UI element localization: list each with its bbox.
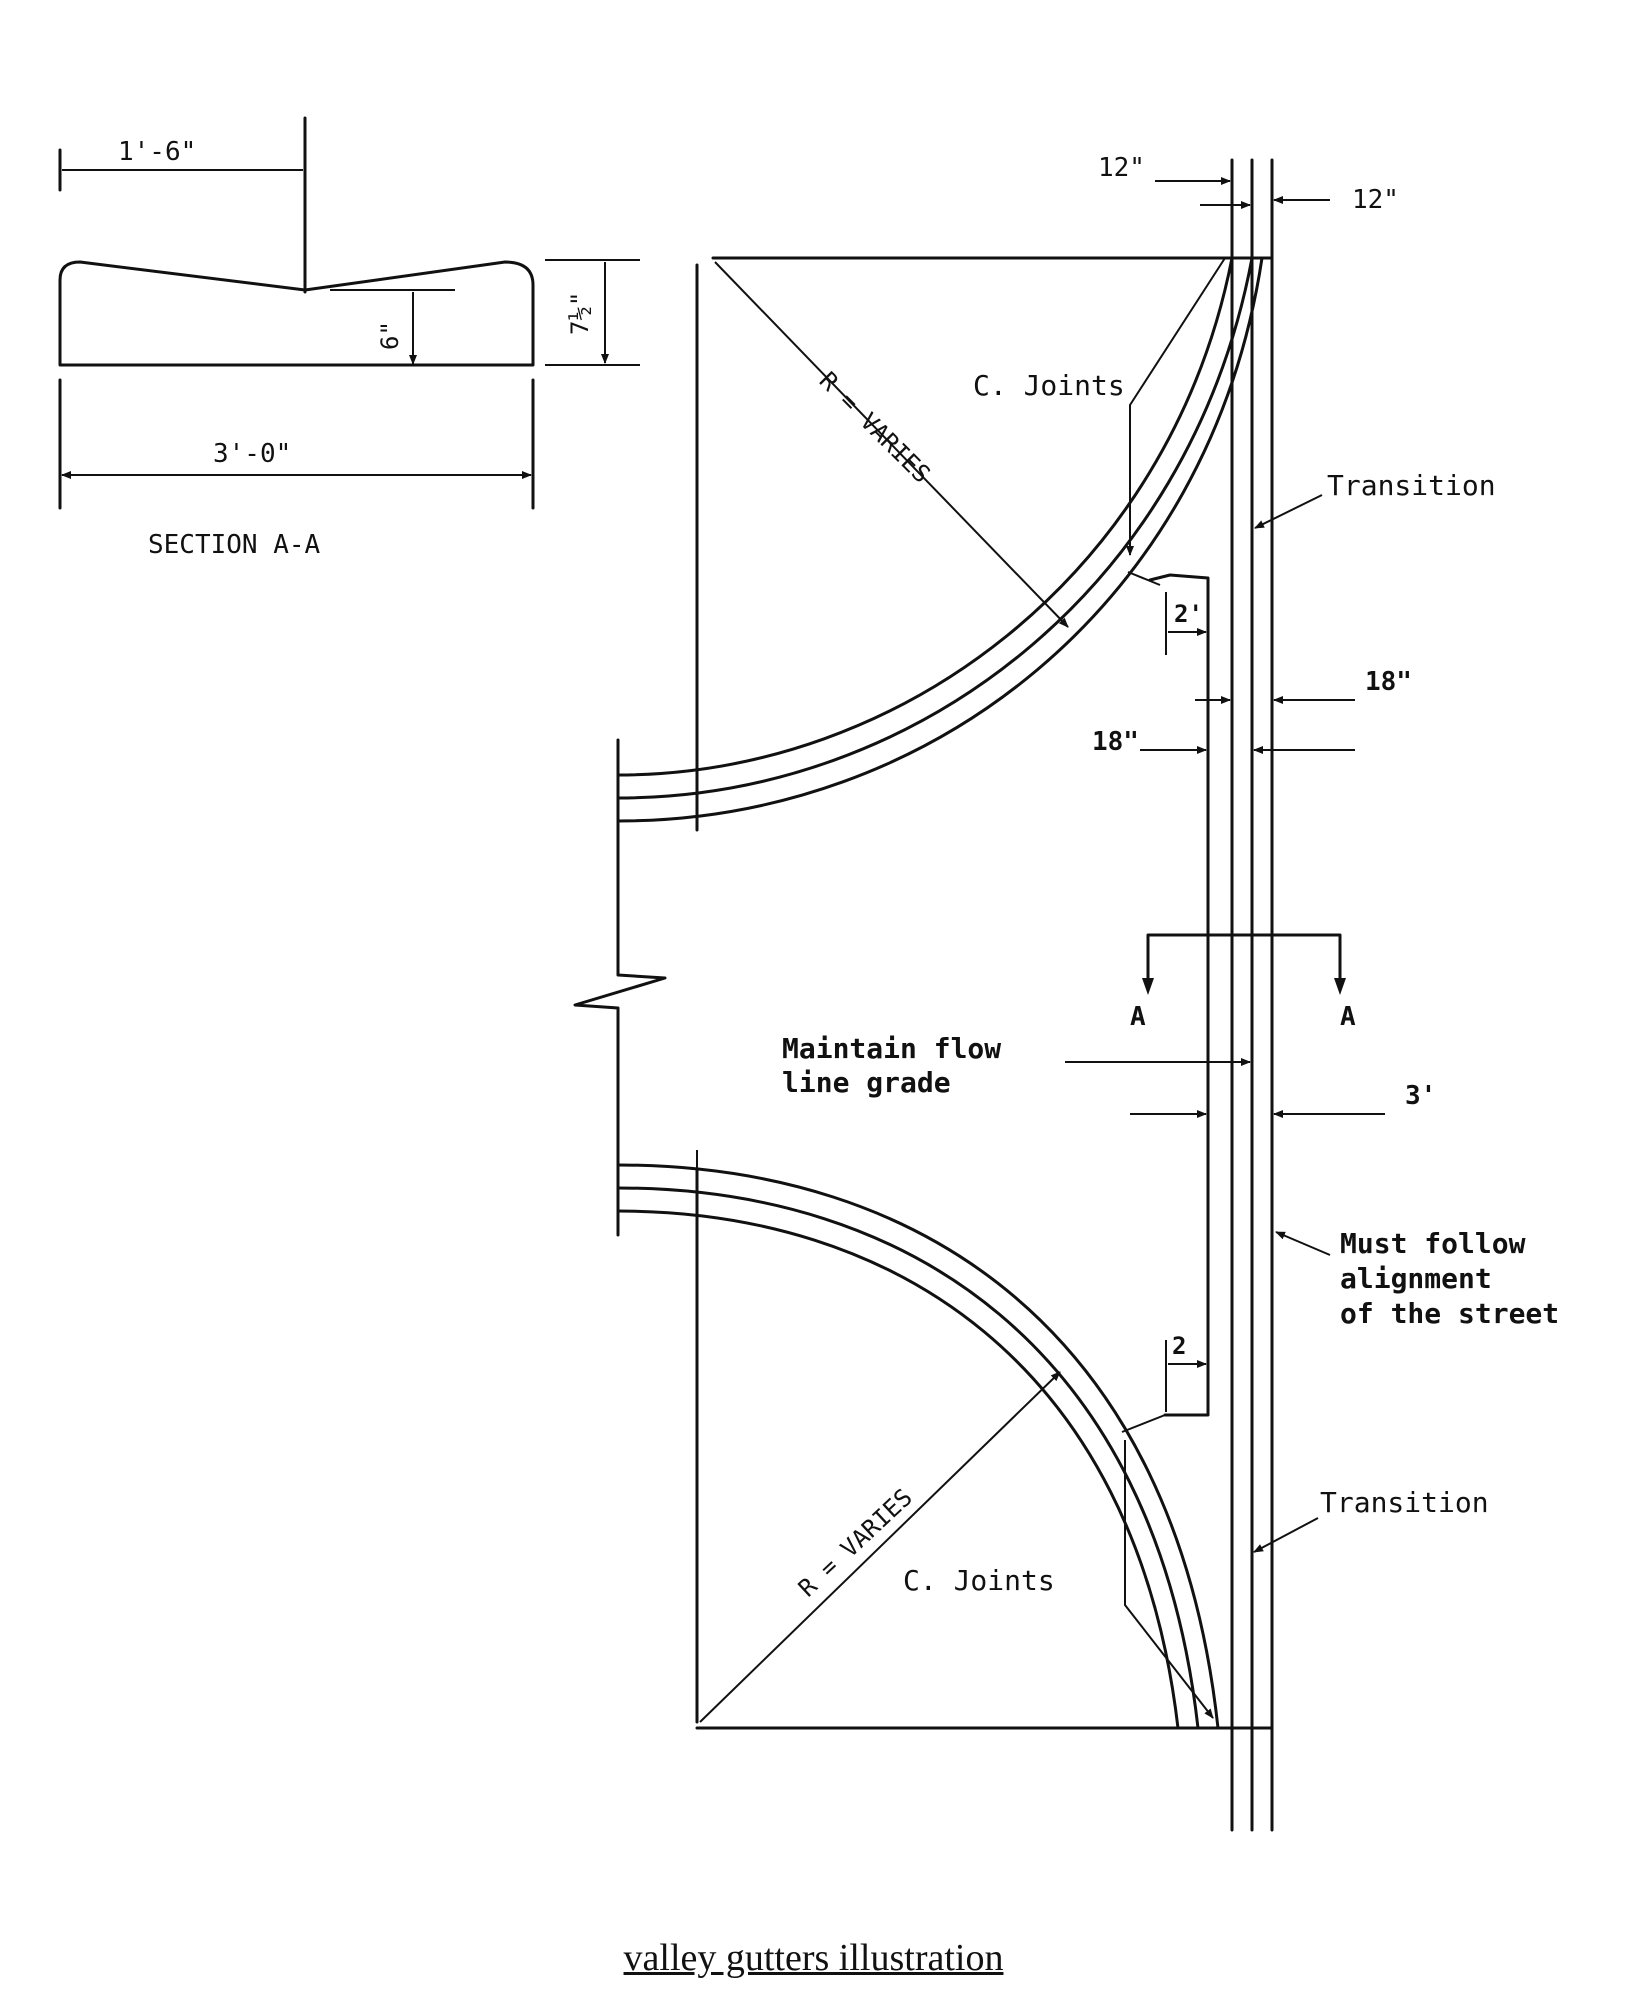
section-mark-left: A: [1130, 1002, 1146, 1032]
dim-width: 3': [1405, 1081, 1436, 1111]
plan-view: 12" 12" C. Joints R = VARIES Transition …: [573, 153, 1559, 1832]
curb-return-top: [616, 256, 1234, 777]
section-a-a: 1'-6" 6" 7½" 3'-0" SECTION A-A: [58, 116, 640, 560]
label-joints-bottom: C. Joints: [903, 1564, 1055, 1597]
label-radius-bottom: R = VARIES: [793, 1483, 918, 1602]
dim-thickness: 7½": [566, 292, 594, 335]
dim-full-width: 3'-0": [213, 439, 291, 469]
label-flow-line-1: Maintain flow: [782, 1032, 1001, 1065]
label-transition-top: Transition: [1327, 469, 1496, 502]
label-alignment-2: alignment: [1340, 1262, 1492, 1295]
dim-offset-bottom: 2: [1172, 1332, 1186, 1360]
dim-top-left: 12": [1098, 153, 1145, 183]
section-title: SECTION A-A: [148, 530, 321, 560]
dim-18-right: 18": [1365, 667, 1412, 697]
dim-depth: 6": [376, 321, 404, 350]
label-joints-top: C. Joints: [973, 369, 1125, 402]
label-alignment-1: Must follow: [1340, 1227, 1526, 1260]
label-alignment-3: of the street: [1340, 1297, 1559, 1330]
section-mark-right: A: [1340, 1002, 1356, 1032]
caption: valley gutters illustration: [0, 1936, 1627, 1980]
curb-return-bottom: [616, 1163, 1220, 1730]
dim-18-left: 18": [1092, 727, 1139, 757]
caption-text: valley gutters illustration: [623, 1937, 1004, 1979]
dim-half-width: 1'-6": [118, 137, 196, 167]
gutter-profile: [58, 260, 535, 367]
label-radius-top: R = VARIES: [814, 366, 936, 488]
dim-offset-top: 2': [1174, 600, 1203, 628]
dim-top-right: 12": [1352, 185, 1399, 215]
label-transition-bottom: Transition: [1320, 1486, 1489, 1519]
label-flow-line-2: line grade: [782, 1066, 951, 1099]
